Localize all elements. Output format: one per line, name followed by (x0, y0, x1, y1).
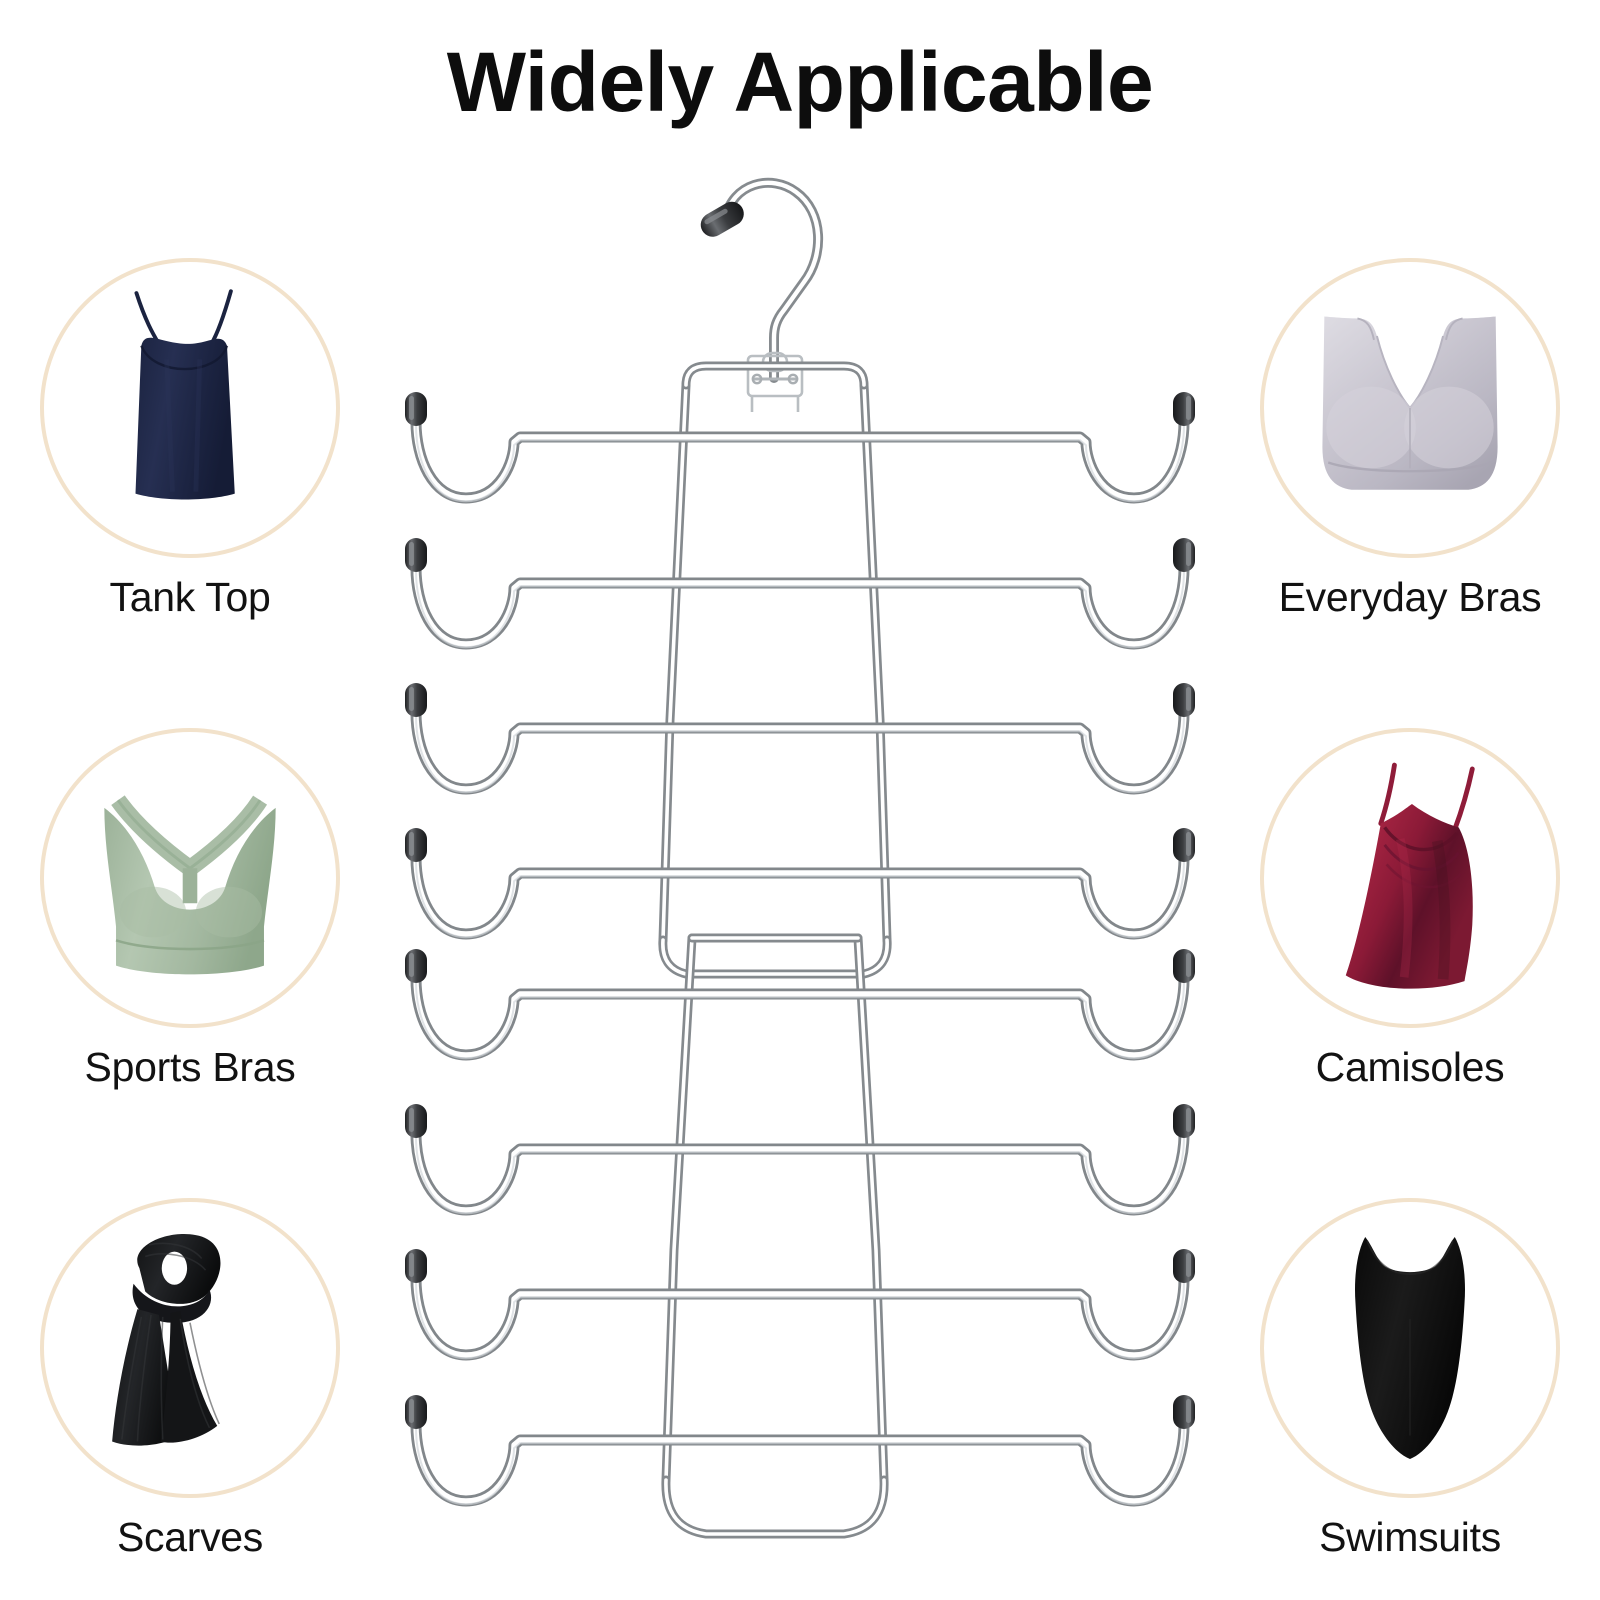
everyday-bra-image (1322, 316, 1498, 490)
hanger-tier-2 (405, 538, 1195, 647)
feature-scarves: Scarves (30, 1198, 350, 1561)
hanger-tier-6 (405, 1104, 1195, 1213)
hook-bracket (746, 351, 804, 412)
hanger-hook (700, 177, 824, 383)
multi-tier-hanger-illustration (380, 160, 1220, 1580)
feature-camisoles: Camisoles (1250, 728, 1570, 1091)
camisole-image (1345, 762, 1475, 989)
feature-label-swimsuits: Swimsuits (1319, 1514, 1501, 1560)
hanger-tier-5 (405, 949, 1195, 1058)
feature-ring-scarves (40, 1198, 340, 1498)
page-title: Widely Applicable (446, 35, 1154, 129)
feature-ring-tank-top (40, 258, 340, 558)
feature-label-camisoles: Camisoles (1315, 1044, 1505, 1090)
hanger-lower-frame (661, 933, 889, 1539)
feature-label-scarves: Scarves (116, 1514, 263, 1560)
feature-swimsuits: Swimsuits (1250, 1198, 1570, 1561)
scarf-image (112, 1233, 221, 1446)
hanger-tier-7 (405, 1249, 1195, 1358)
hanger-upper-frame (658, 361, 892, 979)
hanger-tier-4 (405, 828, 1195, 937)
feature-sports-bras: Sports Bras (30, 728, 350, 1091)
hanger-tier-8 (405, 1395, 1195, 1504)
swimsuit-image (1354, 1237, 1466, 1459)
feature-ring-everyday-bras (1260, 258, 1560, 558)
feature-everyday-bras: Everyday Bras (1250, 258, 1570, 621)
feature-ring-sports-bras (40, 728, 340, 1028)
hanger-tier-1 (405, 392, 1195, 501)
feature-tank-top: Tank Top (30, 258, 350, 621)
feature-label-sports-bras: Sports Bras (84, 1044, 296, 1090)
hanger-tier-3 (405, 683, 1195, 792)
feature-label-tank-top: Tank Top (109, 574, 271, 620)
feature-label-everyday-bras: Everyday Bras (1278, 574, 1542, 620)
sports-bra-image (104, 795, 276, 975)
tank-top-image (134, 289, 235, 500)
feature-ring-camisoles (1260, 728, 1560, 1028)
feature-ring-swimsuits (1260, 1198, 1560, 1498)
